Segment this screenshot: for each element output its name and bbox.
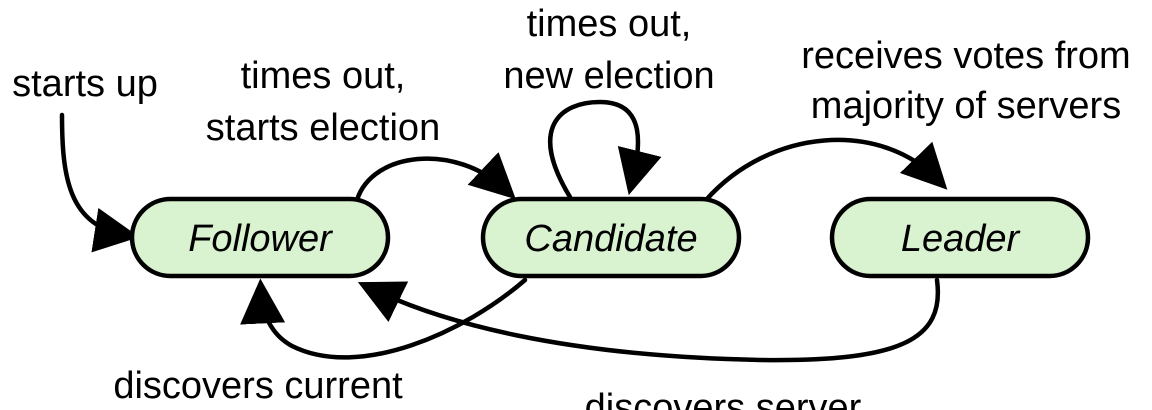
label-candidate-self-line2: new election bbox=[503, 55, 714, 97]
label-starts-up: starts up bbox=[12, 63, 158, 105]
leader-to-follower-arrow bbox=[357, 277, 941, 363]
state-candidate-box bbox=[480, 196, 742, 279]
label-candidate-to-follower-line1: discovers current bbox=[113, 365, 403, 407]
label-follower-to-candidate-line1: times out, bbox=[241, 55, 406, 97]
label-follower-to-candidate-line2: starts election bbox=[206, 107, 440, 149]
state-follower: Follower bbox=[129, 196, 391, 279]
candidate-self-loop-arrow bbox=[548, 99, 662, 200]
label-candidate-to-leader-line1: receives votes from bbox=[801, 35, 1130, 77]
label-candidate-self-line1: times out, bbox=[527, 3, 692, 45]
state-leader-label: Leader bbox=[901, 218, 1021, 260]
state-leader: Leader bbox=[829, 196, 1091, 279]
candidate-to-leader-arrow bbox=[703, 137, 948, 203]
starts-up-arrow bbox=[59, 112, 140, 253]
state-follower-box bbox=[129, 196, 391, 279]
state-candidate-label: Candidate bbox=[524, 218, 697, 260]
state-leader-box bbox=[829, 196, 1091, 279]
state-follower-label: Follower bbox=[188, 218, 333, 260]
state-candidate: Candidate bbox=[480, 196, 742, 279]
label-leader-to-follower-line1: discovers server bbox=[585, 387, 862, 410]
follower-to-candidate-arrow bbox=[354, 152, 516, 203]
label-candidate-to-leader-line2: majority of servers bbox=[811, 85, 1121, 127]
candidate-to-follower-arrow bbox=[240, 277, 528, 360]
